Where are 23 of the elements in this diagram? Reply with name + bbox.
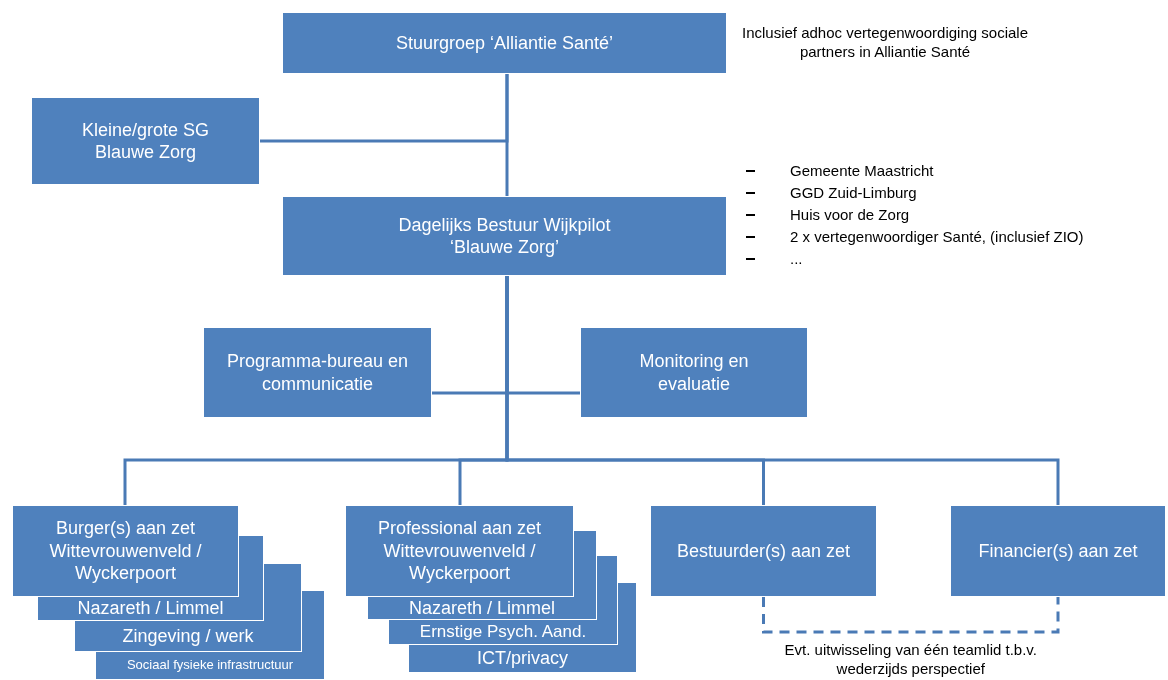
org-box: Dagelijks Bestuur Wijkpilot ‘Blauwe Zorg’ <box>282 196 727 276</box>
list-item: GGD Zuid-Limburg <box>790 183 917 203</box>
org-box: Programma-bureau en communicatie <box>203 327 432 418</box>
stacked-box: Sociaal fysieke infrastructuur <box>95 652 325 680</box>
note-text: Inclusief adhoc vertegenwoordiging sociale partners in Alliantie Santé <box>741 24 1029 62</box>
stacked-box: ICT/privacy <box>408 645 637 673</box>
org-box: Bestuurder(s) aan zet <box>650 505 877 597</box>
connector-line <box>260 74 509 143</box>
org-box: Professional aan zet Wittevrouwenveld / Wyckerpoort <box>345 505 574 597</box>
stacked-box: Ernstige Psych. Aand. <box>388 620 618 645</box>
org-box: Kleine/grote SG Blauwe Zorg <box>31 97 260 185</box>
dashed-connector <box>762 597 1060 634</box>
list-item: ... <box>790 249 803 269</box>
stacked-box: Nazareth / Limmel <box>37 597 264 621</box>
stacked-box: Zingeving / werk <box>74 621 302 652</box>
org-box: Stuurgroep ‘Alliantie Santé’ <box>282 12 727 74</box>
stacked-box: Nazareth / Limmel <box>367 597 597 620</box>
list-item: 2 x vertegenwoordiger Santé, (inclusief ZIO) <box>790 227 1084 247</box>
list-item: Huis voor de Zorg <box>790 205 910 225</box>
org-box: Monitoring en evaluatie <box>580 327 808 418</box>
list-item: Gemeente Maastricht <box>790 161 934 181</box>
org-box: Financier(s) aan zet <box>950 505 1166 597</box>
org-box: Burger(s) aan zet Wittevrouwenveld / Wyckerpoort <box>12 505 239 597</box>
